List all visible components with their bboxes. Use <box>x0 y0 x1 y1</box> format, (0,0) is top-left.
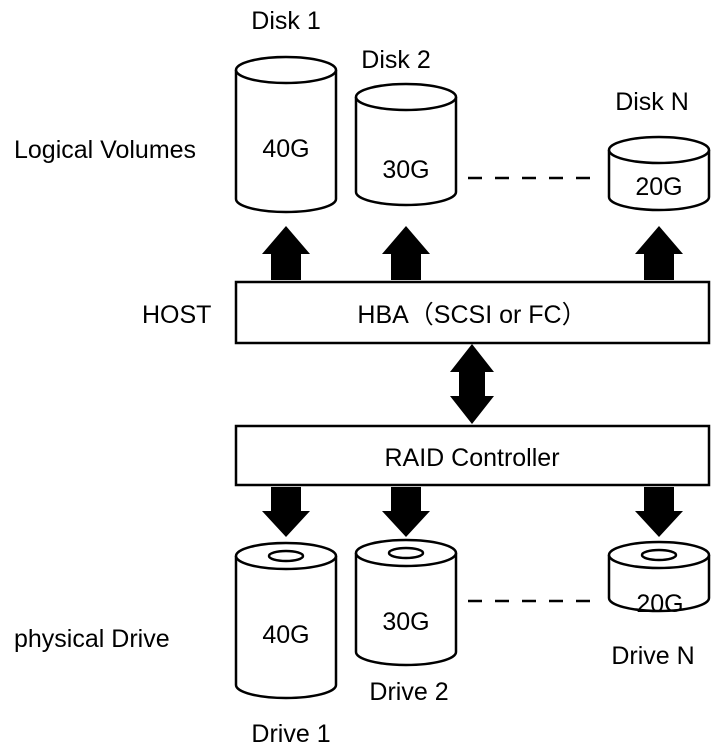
drive-1-cylinder <box>234 541 338 700</box>
drive-n-size: 20G <box>636 590 683 618</box>
drive-1: 40G Drive 1 <box>234 541 338 748</box>
disk-1-top <box>234 69 338 85</box>
disk-1: Disk 1 40G <box>234 7 338 214</box>
disk-n-size: 20G <box>635 173 682 201</box>
hba-box <box>234 280 711 345</box>
drive-2-hole <box>387 546 425 560</box>
disk-2-top <box>354 96 458 112</box>
arrow-up-disk-1 <box>262 226 310 280</box>
arrow-down-drive-n <box>635 487 683 537</box>
disk-n: Disk N 20G <box>607 88 711 212</box>
arrow-bidirectional <box>450 344 494 424</box>
disk-1-size: 40G <box>262 135 309 163</box>
drive-2-cylinder <box>354 538 458 667</box>
arrow-up-disk-n <box>635 226 683 280</box>
disk-n-top <box>607 149 711 165</box>
hba-bar: HBA（SCSI or FC） <box>234 280 711 345</box>
drive-2-top <box>354 552 458 568</box>
drive-n-hole <box>640 548 678 562</box>
disk-2-cylinder <box>354 82 458 207</box>
disk-2-name: Disk 2 <box>361 46 430 74</box>
drive-n: 20G Drive N <box>607 540 711 670</box>
drive-n-top <box>607 554 711 570</box>
drive-1-name: Drive 1 <box>251 720 330 748</box>
drive-2-size: 30G <box>382 608 429 636</box>
raid-controller-bar: RAID Controller <box>234 424 711 487</box>
disk-2: Disk 2 30G <box>354 46 458 207</box>
arrow-up-disk-2 <box>382 226 430 280</box>
disk-2-size: 30G <box>382 156 429 184</box>
hba-label: HBA（SCSI or FC） <box>357 301 586 329</box>
raid-box <box>234 424 711 487</box>
disk-1-cylinder <box>234 55 338 214</box>
drive-1-hole <box>267 549 305 563</box>
raid-label: RAID Controller <box>384 444 559 472</box>
drive-2-name: Drive 2 <box>369 678 448 706</box>
drive-n-name: Drive N <box>611 642 694 670</box>
disk-1-name: Disk 1 <box>251 7 320 35</box>
arrow-down-drive-2 <box>382 487 430 537</box>
arrow-down-drive-1 <box>262 487 310 537</box>
drive-1-size: 40G <box>262 621 309 649</box>
host-label: HOST <box>142 301 211 329</box>
drive-2: 30G Drive 2 <box>354 538 458 706</box>
physical-drive-label: physical Drive <box>14 625 170 653</box>
drive-1-top <box>234 555 338 571</box>
logical-volumes-label: Logical Volumes <box>14 136 196 164</box>
disk-n-name: Disk N <box>615 88 689 116</box>
